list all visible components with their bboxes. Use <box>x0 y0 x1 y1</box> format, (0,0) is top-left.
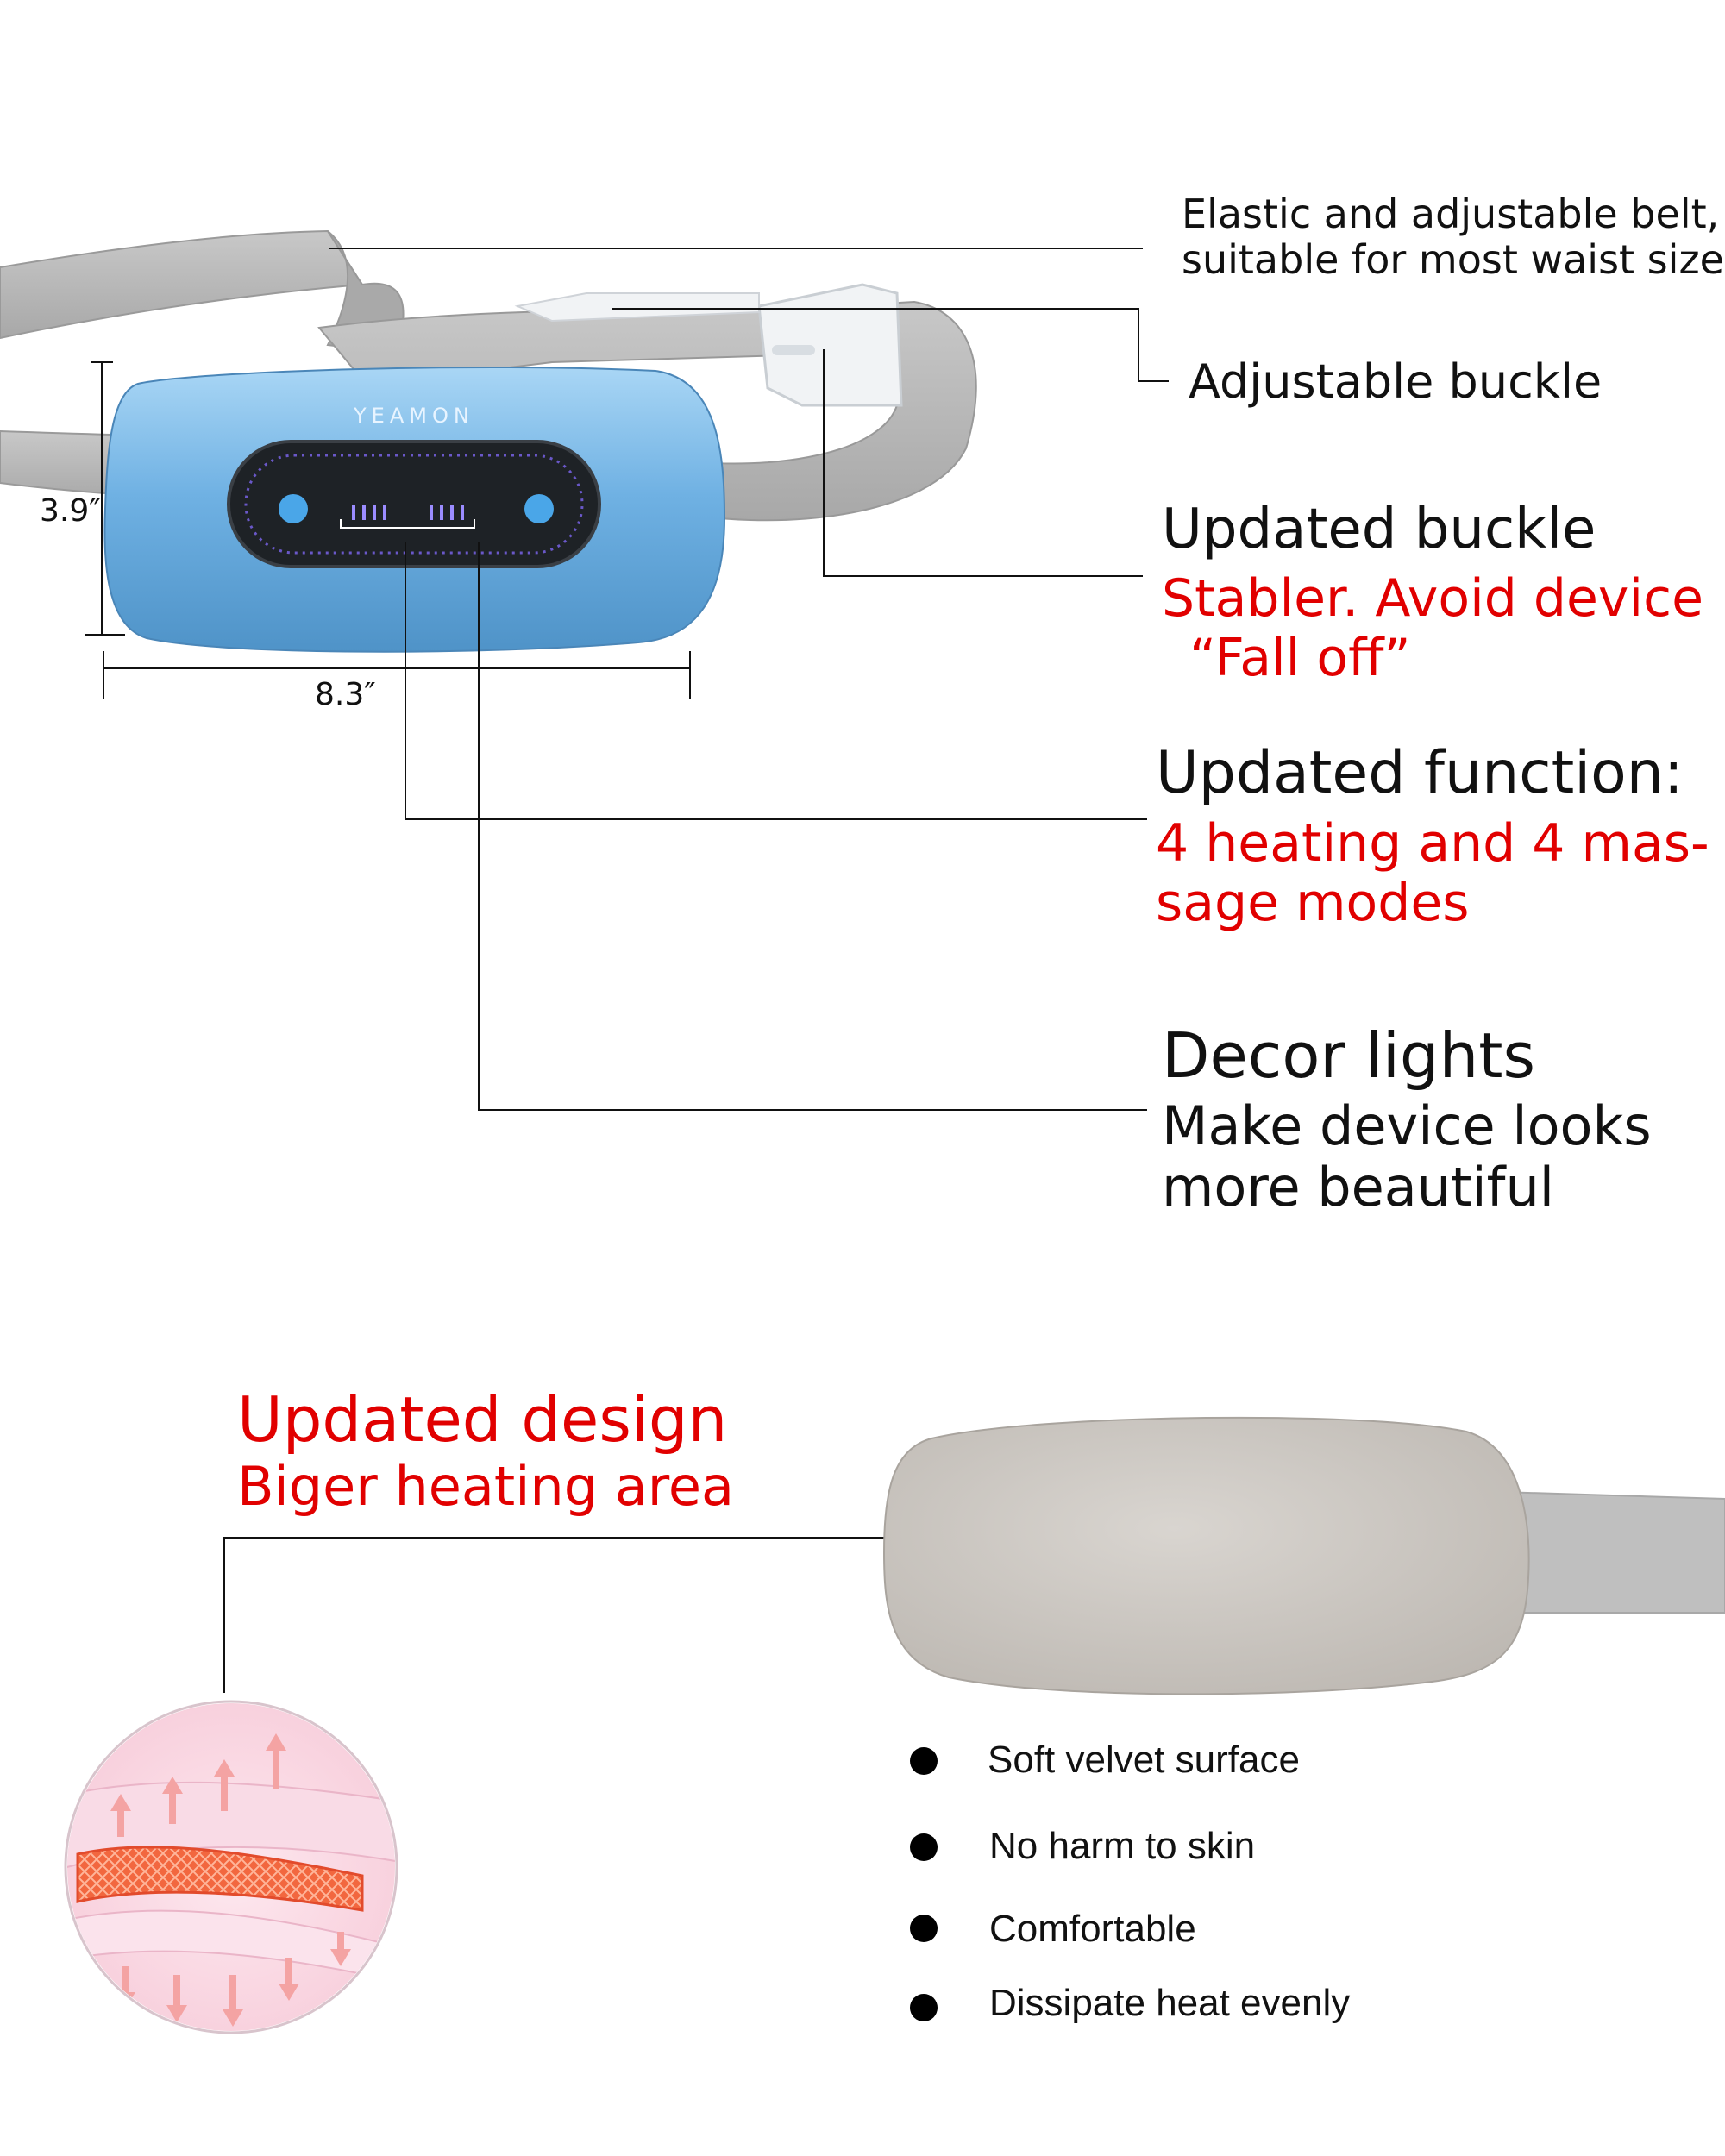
updated-design-heading: Updated design Biger heating area <box>237 1384 734 1517</box>
updated-design-title: Updated design <box>237 1383 728 1456</box>
feature-item: Comfortable <box>989 1908 1196 1950</box>
leader-lines <box>223 248 1169 1693</box>
bullet-icon <box>910 1994 938 2021</box>
heat-layers-icon <box>64 1700 398 2034</box>
dimension-height-label: 3.9″ <box>40 493 101 529</box>
decor-lights-title: Decor lights <box>1162 1019 1535 1092</box>
updated-function-callout: Updated function: 4 heating and 4 mas- s… <box>1156 739 1709 934</box>
belt-callout-line2: suitable for most waist size. <box>1182 235 1725 283</box>
brand-logo: YEAMON <box>354 404 474 428</box>
feature-item: Soft velvet surface <box>988 1739 1300 1781</box>
decor-lights-callout: Decor lights Make device looks more beau… <box>1162 1019 1652 1219</box>
updated-design-subtitle: Biger heating area <box>237 1454 735 1518</box>
feature-item: No harm to skin <box>989 1825 1256 1867</box>
updated-function-title: Updated function: <box>1156 739 1684 807</box>
updated-buckle-callout: Updated buckle Stabler. Avoid device “Fa… <box>1162 498 1703 688</box>
updated-function-red-line1: 4 heating and 4 mas- <box>1156 813 1709 874</box>
updated-buckle-red-line2: “Fall off” <box>1189 627 1411 688</box>
updated-buckle-title: Updated buckle <box>1162 498 1596 561</box>
belt-callout-line1: Elastic and adjustable belt, <box>1182 191 1720 237</box>
device-body <box>104 366 726 653</box>
decor-lights-line1: Make device looks <box>1162 1094 1652 1157</box>
dimension-lines <box>85 361 691 699</box>
decor-lights-line2: more beautiful <box>1162 1156 1554 1219</box>
adjustable-buckle-callout: Adjustable buckle <box>1189 354 1603 409</box>
updated-function-red-line2: sage modes <box>1156 873 1470 934</box>
feature-item: Dissipate heat evenly <box>989 1982 1351 2024</box>
bullet-icon <box>910 1833 938 1861</box>
bullet-icon <box>910 1747 938 1775</box>
updated-buckle-red-line1: Stabler. Avoid device <box>1162 567 1704 629</box>
bullet-icon <box>910 1915 938 1942</box>
belt-callout: Elastic and adjustable belt, suitable fo… <box>1182 191 1725 283</box>
velvet-pad <box>882 1416 1725 1695</box>
dimension-width-label: 8.3″ <box>315 677 376 712</box>
